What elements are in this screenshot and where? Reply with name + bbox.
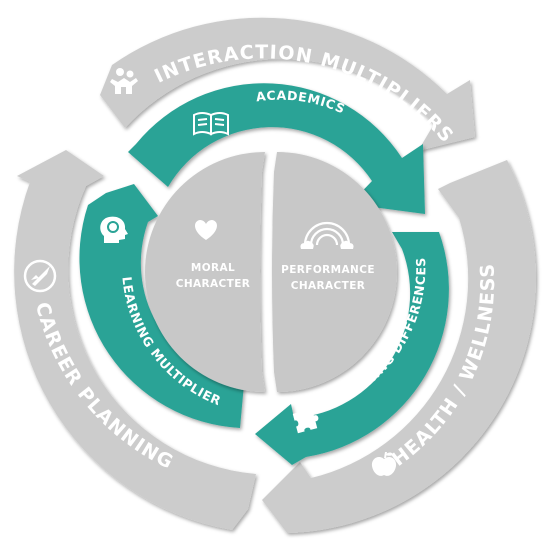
core-right-half bbox=[272, 152, 397, 392]
inner-arc-learning-differences bbox=[255, 232, 449, 465]
head-icon bbox=[100, 216, 128, 243]
apple-icon bbox=[371, 452, 397, 476]
inner-arc-academics bbox=[128, 83, 425, 215]
outer-arc-career-planning bbox=[14, 150, 257, 530]
inner-ring bbox=[79, 83, 449, 465]
core-circle bbox=[145, 152, 397, 392]
performance-line1: PERFORMANCE bbox=[281, 264, 375, 276]
rocket-icon bbox=[23, 259, 57, 293]
heart-icon bbox=[195, 220, 217, 240]
people-icon bbox=[110, 68, 138, 94]
moral-line1: MORAL bbox=[191, 262, 235, 274]
puzzle-icon bbox=[292, 407, 319, 434]
core-left-half bbox=[145, 152, 265, 392]
rainbow-icon bbox=[300, 221, 354, 249]
outer-arc-health-wellness bbox=[262, 160, 536, 533]
outer-arc-interaction-multipliers bbox=[100, 17, 475, 152]
book-icon bbox=[193, 112, 229, 136]
moral-line2: CHARACTER bbox=[176, 278, 251, 290]
inner-arc-learning-multipliers bbox=[79, 184, 244, 428]
outer-ring bbox=[14, 17, 536, 533]
performance-line2: CHARACTER bbox=[291, 280, 366, 292]
